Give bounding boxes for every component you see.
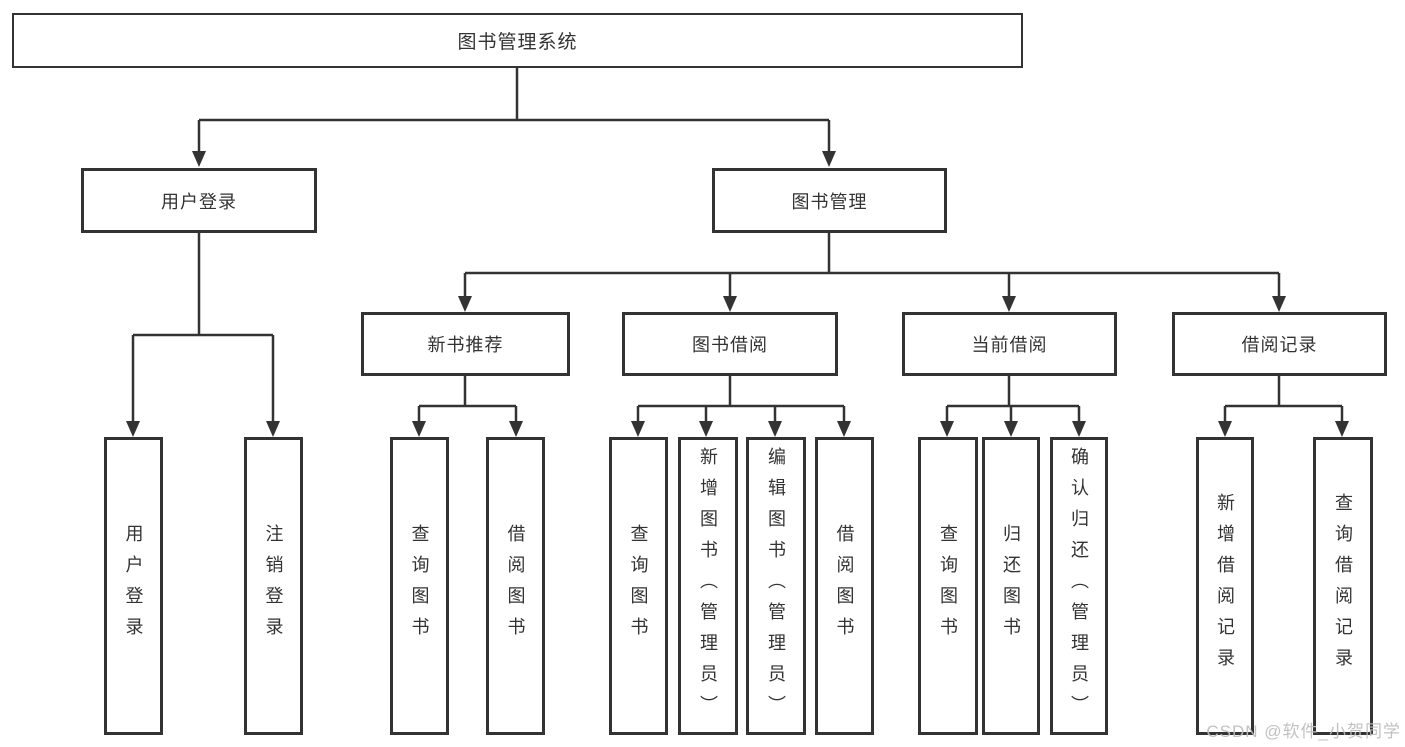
node-leaf-query-borrow-record: 查询借阅记录 xyxy=(1313,437,1373,735)
node-label: 新书推荐 xyxy=(427,335,504,355)
node-label: 当前借阅 xyxy=(971,335,1048,355)
node-label: 图书管理系统 xyxy=(457,32,578,53)
node-label: 借阅记录 xyxy=(1241,335,1318,355)
node-leaf-add-book-admin: 新增图书（管理员） xyxy=(678,437,738,735)
node-leaf-query-books-3: 查询图书 xyxy=(918,437,978,735)
node-label: 用户登录 xyxy=(123,524,144,648)
node-label: 注销登录 xyxy=(263,524,284,648)
node-book-management-module: 图书管理 xyxy=(712,168,947,233)
node-leaf-return-book: 归还图书 xyxy=(982,437,1040,735)
node-leaf-user-login: 用户登录 xyxy=(104,437,163,735)
csdn-watermark: CSDN @软件_小贺同学 xyxy=(1206,722,1401,741)
node-current-borrowing: 当前借阅 xyxy=(902,312,1117,376)
node-label: 借阅图书 xyxy=(834,524,855,648)
node-label: 图书借阅 xyxy=(692,335,768,355)
node-label: 查询图书 xyxy=(409,524,430,648)
node-leaf-borrow-books-1: 借阅图书 xyxy=(486,437,545,735)
node-book-borrowing: 图书借阅 xyxy=(622,312,838,376)
node-label: 查询借阅记录 xyxy=(1333,493,1353,679)
node-user-login-module: 用户登录 xyxy=(81,168,317,233)
node-label: 借阅图书 xyxy=(505,524,526,648)
node-label: 确认归还（管理员） xyxy=(1069,446,1089,726)
node-new-book-recommend: 新书推荐 xyxy=(361,312,570,376)
node-label: 查询图书 xyxy=(938,524,958,648)
node-borrowing-records: 借阅记录 xyxy=(1172,312,1387,376)
node-label: 编辑图书（管理员） xyxy=(766,446,786,726)
node-leaf-logout: 注销登录 xyxy=(244,437,303,735)
node-label: 归还图书 xyxy=(1001,524,1021,648)
node-label: 用户登录 xyxy=(161,191,237,212)
node-label: 图书管理 xyxy=(791,191,868,212)
node-leaf-query-books-1: 查询图书 xyxy=(390,437,449,735)
node-label: 新增图书（管理员） xyxy=(698,446,718,726)
node-leaf-borrow-books-2: 借阅图书 xyxy=(815,437,874,735)
node-label: 查询图书 xyxy=(628,524,649,648)
node-leaf-edit-book-admin: 编辑图书（管理员） xyxy=(746,437,806,735)
node-label: 新增借阅记录 xyxy=(1215,493,1235,679)
node-leaf-query-books-2: 查询图书 xyxy=(609,437,668,735)
node-leaf-add-borrow-record: 新增借阅记录 xyxy=(1196,437,1254,735)
node-root-system: 图书管理系统 xyxy=(12,13,1023,68)
node-leaf-confirm-return-admin: 确认归还（管理员） xyxy=(1050,437,1108,735)
